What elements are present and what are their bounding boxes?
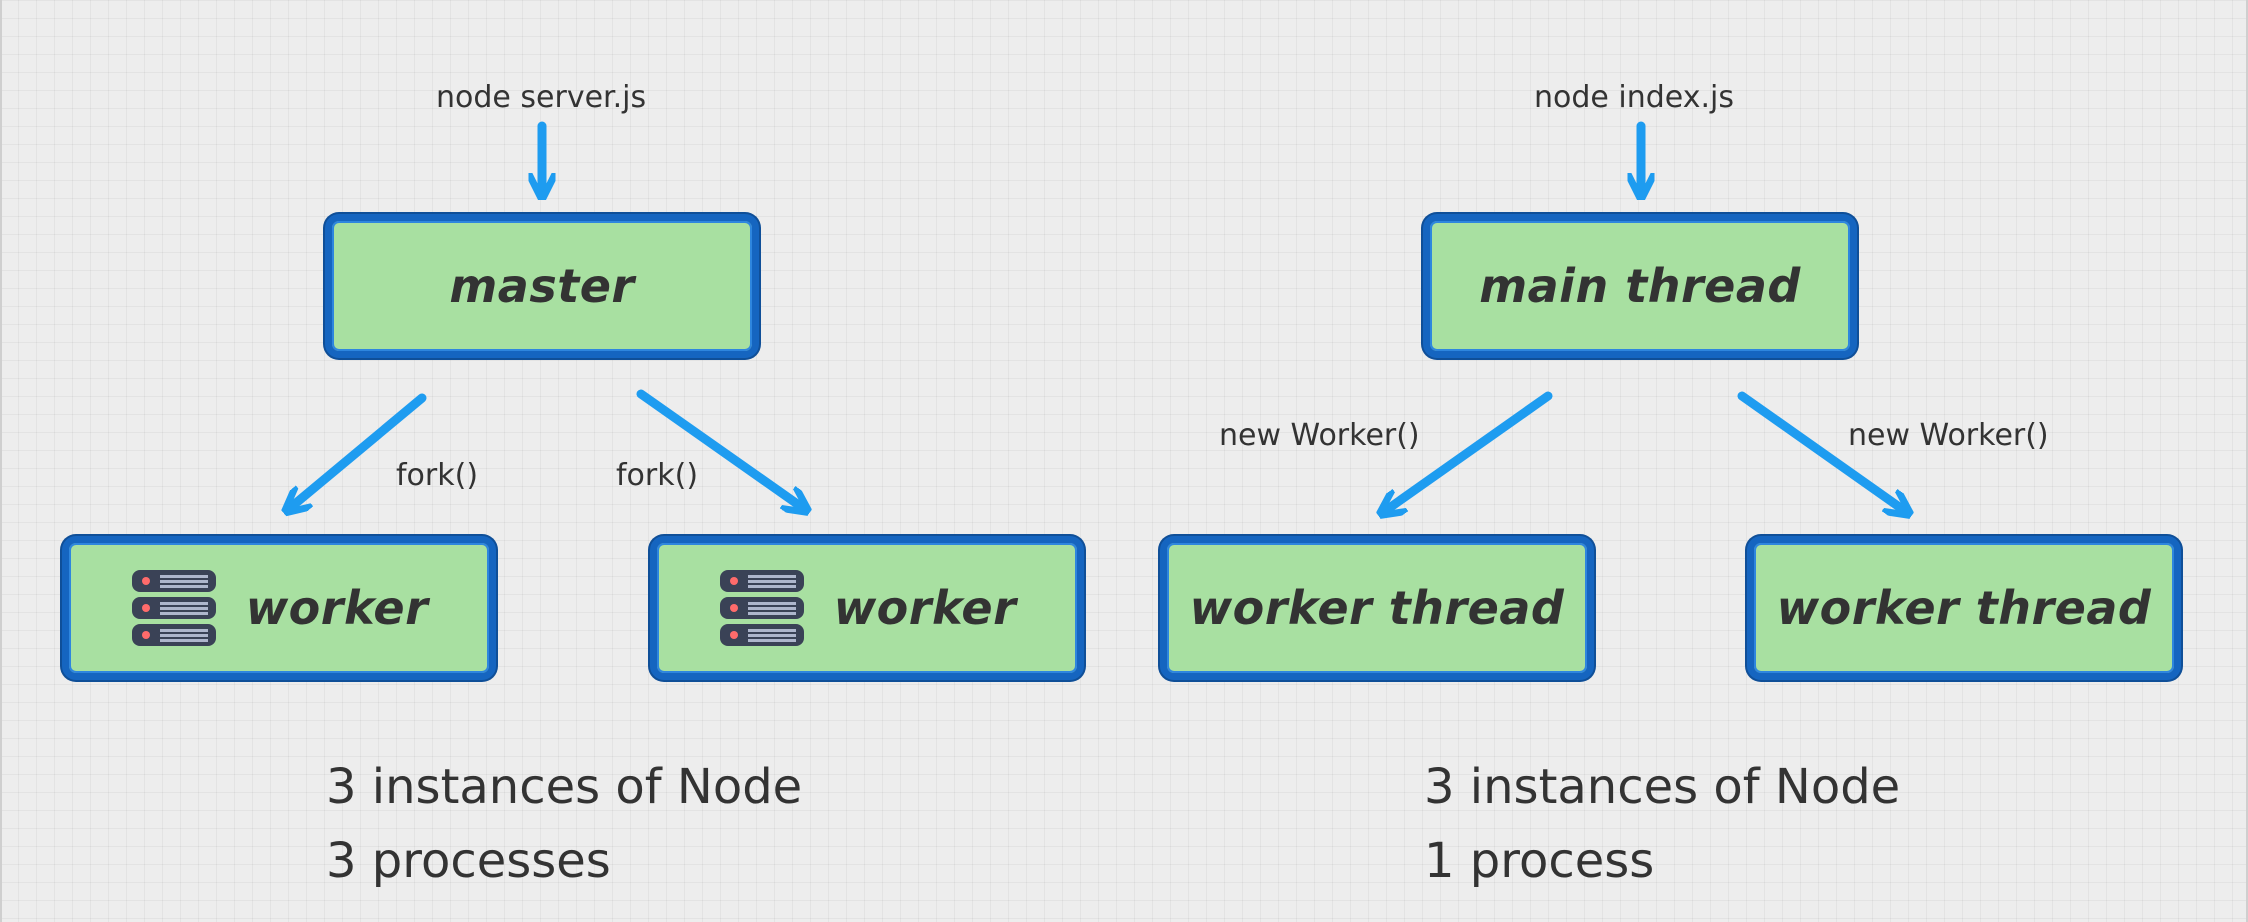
- new-worker-edge-label-right: new Worker(): [1848, 418, 2049, 453]
- caption-left-line1: 3 instances of Node: [326, 759, 803, 815]
- fork-edge-label-left: fork(): [396, 458, 479, 493]
- caption-right-line2: 1 process: [1424, 833, 1655, 889]
- master-node-label: master: [449, 259, 635, 313]
- arrow-master-to-worker-right: [636, 389, 803, 508]
- arrow-master-to-worker-left: [290, 393, 427, 508]
- worker-node-right-label: worker: [833, 581, 1017, 635]
- main-thread-node-label: main thread: [1479, 259, 1801, 313]
- new-worker-edge-label-left: new Worker(): [1219, 418, 1420, 453]
- command-label-right: node index.js: [1534, 80, 1734, 115]
- worker-node-left: worker: [62, 536, 496, 680]
- server-icon: [719, 570, 804, 646]
- worker-node-right: worker: [650, 536, 1084, 680]
- worker-node-left-label: worker: [245, 581, 429, 635]
- master-node: master: [325, 214, 759, 358]
- caption-right: 3 instances of Node 1 process: [1424, 750, 1900, 898]
- worker-thread-node-left-label: worker thread: [1189, 581, 1565, 635]
- caption-right-line1: 3 instances of Node: [1424, 759, 1901, 815]
- worker-thread-node-left: worker thread: [1160, 536, 1594, 680]
- main-thread-node: main thread: [1423, 214, 1857, 358]
- arrow-main-to-worker-thread-left: [1385, 391, 1553, 511]
- command-label-left: node server.js: [436, 80, 647, 115]
- caption-left-line2: 3 processes: [326, 833, 611, 889]
- fork-edge-label-right: fork(): [616, 458, 699, 493]
- caption-left: 3 instances of Node 3 processes: [326, 750, 802, 898]
- arrow-main-to-worker-thread-right: [1737, 391, 1905, 511]
- server-icon: [131, 570, 216, 646]
- worker-thread-node-right: worker thread: [1747, 536, 2181, 680]
- worker-thread-node-right-label: worker thread: [1776, 581, 2152, 635]
